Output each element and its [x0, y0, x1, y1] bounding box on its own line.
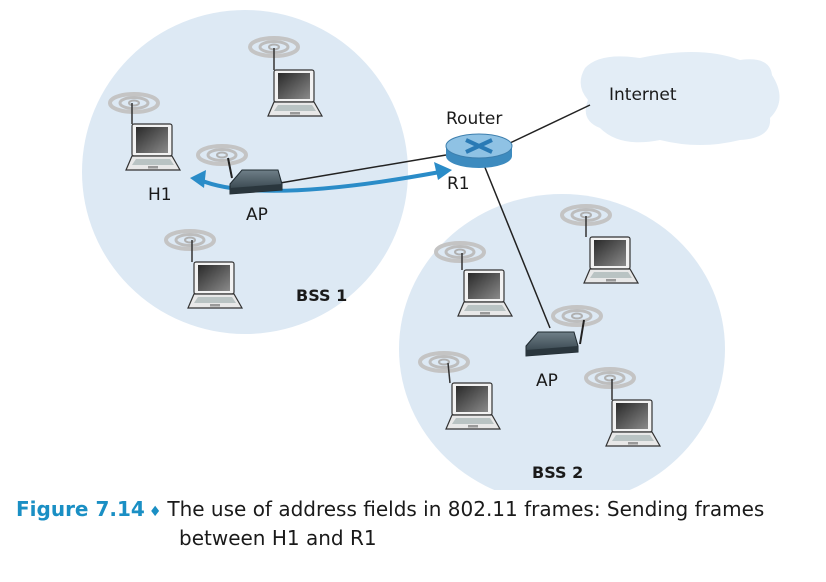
figure-caption: Figure 7.14♦ The use of address fields in… [16, 496, 816, 551]
laptop-bss2-bottomright [605, 399, 661, 447]
router-icon [445, 133, 513, 168]
bss1-label: BSS 1 [296, 286, 347, 305]
laptop-bss1-top [267, 69, 323, 117]
laptop-bss2-bottomleft [445, 382, 501, 430]
arrowhead-h1 [190, 170, 206, 188]
ap1-router-link [279, 154, 447, 184]
router-ap2-link [483, 164, 551, 329]
caption-text-line1: The use of address fields in 802.11 fram… [167, 497, 765, 521]
figure-number: Figure 7.14 [16, 497, 145, 521]
laptop-bss1-bottom [187, 261, 243, 309]
frame-arrow [199, 170, 441, 193]
caption-text-line2: between H1 and R1 [179, 526, 377, 550]
laptop-h1 [125, 123, 181, 171]
bss2-label: BSS 2 [532, 463, 583, 482]
host-h1-label: H1 [148, 185, 172, 205]
internet-cloud [580, 51, 780, 145]
caption-separator: ♦ [148, 504, 162, 520]
arrowhead-r1 [434, 162, 452, 180]
router-internet-link [509, 104, 591, 144]
router-label: Router [446, 109, 502, 129]
network-diagram: Internet Router R1 H1 AP BSS 1 AP BSS 2 [82, 10, 780, 490]
ap1-label: AP [246, 205, 268, 225]
router-id-label: R1 [447, 174, 470, 194]
internet-label: Internet [609, 85, 677, 105]
ap2-label: AP [536, 371, 558, 391]
laptop-bss2-left [457, 269, 513, 317]
laptop-bss2-topright [583, 236, 639, 284]
